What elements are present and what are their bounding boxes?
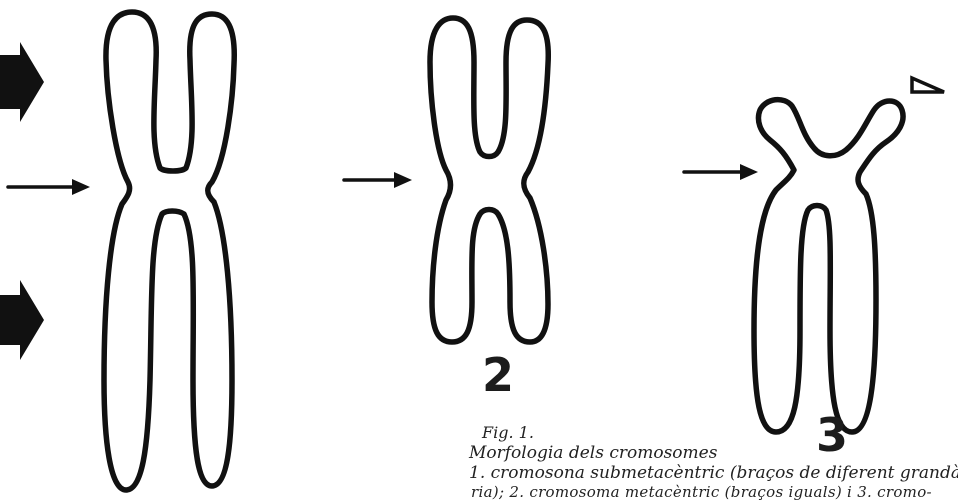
figure-number: Fig. 1. (482, 423, 534, 442)
figure-caption-line-1: 1. cromosona submetacèntric (braços de d… (469, 463, 958, 483)
label-chromosome-2: 2 (482, 352, 514, 398)
block-arrow-upper (0, 42, 44, 122)
chromosome-2-outline (430, 18, 548, 342)
block-arrow-lower (0, 280, 44, 360)
figure-title: Morfologia dels cromosomes (469, 443, 717, 463)
label-chromosome-3: 3 (816, 412, 848, 458)
figure-caption-line-2: ria); 2. cromosoma metacèntric (braços i… (471, 483, 932, 501)
centromere-arrow-1 (8, 179, 90, 195)
triangle-mark-icon (912, 78, 944, 92)
centromere-arrow-3 (684, 164, 758, 180)
chromosome-3-outline (754, 100, 903, 432)
chromosome-1-outline (104, 12, 234, 490)
centromere-arrow-2 (344, 172, 412, 188)
